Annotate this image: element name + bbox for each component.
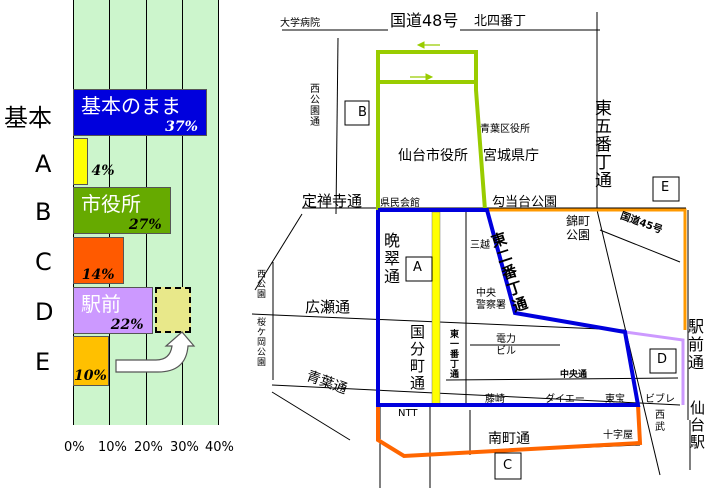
route-b-arrows [410, 41, 440, 81]
x-tick-40: 40% [205, 440, 234, 455]
x-tick-30: 30% [170, 440, 199, 455]
marker-c: C [503, 458, 513, 473]
bar-4 [73, 287, 153, 334]
label-kotodai: 勾当台公園 [492, 195, 558, 210]
category-label-basic: 基本 [4, 104, 52, 132]
x-tick-0: 0% [64, 440, 85, 455]
marker-box-d [649, 348, 677, 374]
label-denryoku: 電力 ビル [496, 334, 516, 357]
label-nishikicho: 錦町 公園 [566, 214, 591, 242]
marker-box-a [405, 256, 433, 282]
label-vivre: ビブレ [645, 394, 675, 405]
label-hirose: 広瀬通 [305, 298, 351, 316]
label-jujiya: 十字屋 [603, 430, 633, 441]
category-label-b: B [35, 198, 52, 226]
bar-5 [73, 336, 110, 386]
bar-name-0: 基本のまま [81, 94, 181, 118]
label-chuo-keisatsu: 中央 警察署 [476, 288, 506, 311]
route-a-line [431, 211, 441, 406]
marker-d: D [657, 352, 668, 367]
bar-value-label-4: 22% [110, 317, 144, 333]
bar-name-4: 駅前 [81, 292, 121, 316]
label-kokubuncho: 国 分 町 通 [410, 323, 426, 392]
bar-2 [73, 187, 171, 234]
improvement-arrow-icon [115, 331, 196, 373]
label-daiei: ダイエー [545, 394, 585, 405]
label-fujisaki: 藤崎 [485, 394, 505, 405]
d-target-box [155, 287, 191, 333]
marker-box-b [344, 100, 370, 126]
category-label-e: E [35, 348, 51, 376]
bar-value-label-3: 14% [81, 267, 115, 283]
bar-3 [73, 237, 124, 284]
marker-a: A [413, 260, 422, 275]
route-b-line [376, 50, 487, 211]
label-daigaku-byoin: 大学病院 [280, 18, 320, 29]
label-minamimachi: 南町通 [488, 431, 530, 447]
label-nishi-koen: 西 公 園 [257, 270, 267, 300]
label-nishikoen-dori: 西公園通 [310, 84, 320, 128]
label-jozenji: 定禅寺通 [302, 192, 363, 210]
label-bansui: 晩翠通 [384, 231, 401, 286]
gridline-30 [182, 0, 183, 425]
route-e-line [485, 208, 687, 330]
bar-value-label-0: 37% [165, 119, 198, 135]
bar-value-label-5: 10% [74, 368, 107, 384]
marker-e: E [661, 180, 670, 195]
marker-box-e [652, 176, 680, 202]
x-tick-10: 10% [98, 440, 127, 455]
label-ekimae: 駅 前 通 [688, 317, 705, 372]
label-chuo: 中央通 [560, 370, 588, 380]
label-shiyakusho: 仙台市役所 [398, 148, 468, 164]
bar-1 [73, 138, 88, 185]
gridline-40 [218, 0, 219, 425]
category-label-a: A [35, 150, 52, 178]
route-d-line [624, 330, 685, 405]
label-higashigobancho: 東五番丁通 [595, 99, 612, 191]
label-seibu: 西 武 [655, 410, 665, 433]
label-kenmin-kaikan: 県民会館 [380, 198, 420, 209]
category-label-c: C [35, 248, 52, 276]
x-tick-20: 20% [134, 440, 163, 455]
bar-value-label-2: 27% [128, 217, 162, 233]
label-sakuragaoka: 桜 ケ 岡 公 園 [257, 318, 267, 368]
bar-0 [73, 89, 208, 136]
label-kitayonbancho: 北四番丁 [474, 10, 527, 29]
label-toho: 東宝 [605, 394, 625, 405]
label-higashiichibancho: 東 一 番 丁 通 [450, 330, 460, 380]
label-route48: 国道48号 [388, 7, 461, 31]
label-ntt: NTT [398, 408, 418, 419]
route-c-line [376, 404, 643, 459]
label-mitsukoshi: 三越 [470, 240, 490, 251]
marker-box-c [494, 452, 522, 480]
route-basic-line [376, 208, 641, 407]
bar-value-label-1: 4% [91, 163, 115, 179]
label-aoba-kuyakusho: 青葉区役所 [480, 124, 530, 135]
label-sendai-eki: 仙 台 駅 [690, 399, 706, 451]
label-kencho: 宮城県庁 [483, 148, 539, 164]
bar-name-2: 市役所 [81, 192, 141, 216]
marker-b: B [358, 105, 367, 120]
category-label-d: D [35, 298, 54, 326]
